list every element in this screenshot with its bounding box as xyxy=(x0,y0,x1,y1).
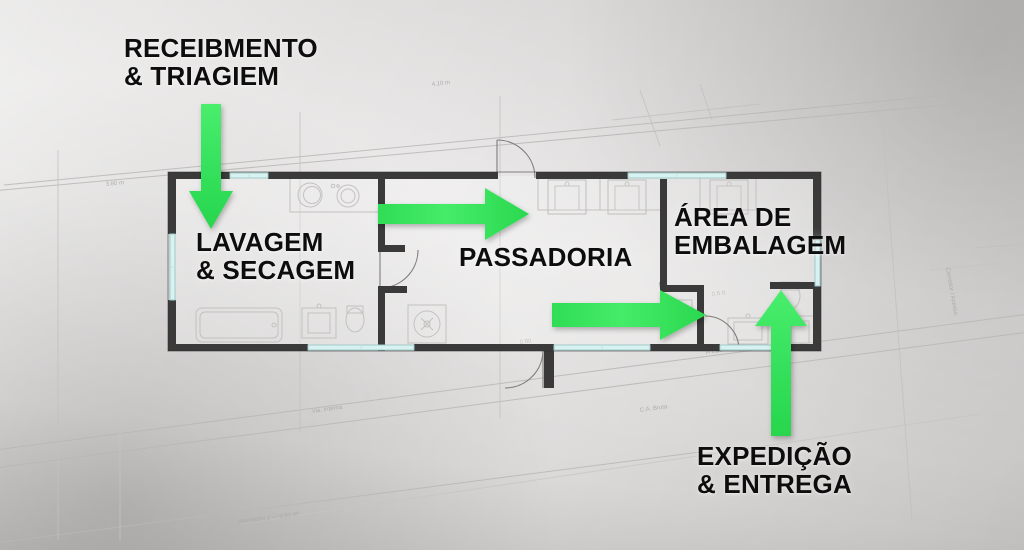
svg-text:3.80 m: 3.80 m xyxy=(106,180,125,188)
svg-text:0.90: 0.90 xyxy=(519,338,532,346)
label-expedicao-entrega: EXPEDIÇÃO & ENTREGA xyxy=(697,441,852,500)
label-passadoria: PASSADORIA xyxy=(459,242,633,272)
svg-text:A 1.20: A 1.20 xyxy=(705,348,723,356)
arrow-right-lavagem-passadoria xyxy=(378,188,529,240)
svg-text:0.5 d.: 0.5 d. xyxy=(711,290,727,298)
label-area-embalagem: ÁREA DE EMBALAGEM xyxy=(674,202,847,261)
arrow-right-passadoria-embalagem xyxy=(552,290,706,340)
svg-text:C.A. Bruta: C.A. Bruta xyxy=(639,404,668,414)
arrow-down-recebimento xyxy=(189,104,233,229)
label-recebimento-triagem: RECEIBMENTO & TRIAGIEM xyxy=(124,33,318,92)
arrow-up-expedicao xyxy=(755,290,807,436)
svg-text:Via. Interna: Via. Interna xyxy=(311,405,343,415)
label-lavagem-secagem: LAVAGEM & SECAGEM xyxy=(196,227,356,286)
svg-text:4.10 m: 4.10 m xyxy=(432,80,451,88)
